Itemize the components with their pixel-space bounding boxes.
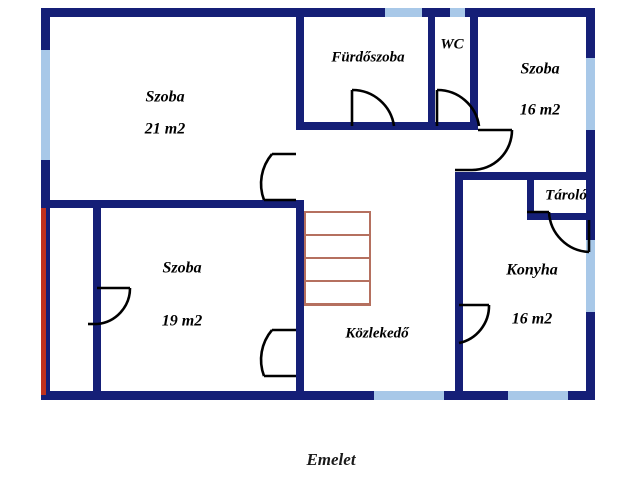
room-label-szoba-19: Szoba (162, 260, 201, 277)
wall-top (41, 8, 595, 17)
room-label-tarolo: Tároló (545, 187, 587, 203)
wall-h-szoba21-bottom (41, 200, 304, 208)
room-label-konyha: Konyha (505, 262, 558, 279)
room-area-szoba-21: 21 m2 (144, 121, 185, 138)
room-labels: Szoba 21 m2 Fürdőszoba WC Szoba 16 m2 Sz… (144, 36, 587, 341)
door-konyha (458, 303, 491, 345)
room-label-kozlekedo: Közlekedő (344, 325, 410, 341)
window-bottom-1 (374, 391, 444, 400)
interior-walls (41, 8, 595, 400)
room-area-konyha: 16 m2 (512, 311, 552, 328)
room-label-szoba-21: Szoba (145, 89, 184, 106)
plan-caption: Emelet (305, 450, 356, 469)
window-right-2 (586, 240, 595, 312)
room-label-szoba-16: Szoba (520, 61, 559, 78)
wall-v-furdo-wc (428, 8, 435, 130)
door-kozlekedo (259, 328, 296, 378)
room-label-furdoszoba: Fürdőszoba (330, 49, 405, 65)
door-szoba16 (455, 128, 514, 172)
wall-v-szoba21-furdo (296, 8, 304, 126)
door-szoba21 (259, 152, 296, 202)
room-label-wc: WC (440, 36, 464, 52)
door-tarolo (527, 210, 591, 254)
wall-v-konyha-left (455, 172, 463, 400)
window-left-1 (41, 50, 50, 160)
wall-bottom (41, 391, 595, 400)
wall-h-tarolo-bottom (527, 213, 595, 220)
wall-v-wc-right (470, 8, 478, 130)
wall-h-wc-bottom (428, 122, 478, 130)
wall-highlight-left (41, 205, 46, 395)
wall-h-furdo-bottom (296, 122, 432, 130)
staircase (304, 211, 371, 306)
wall-v-tarolo-left (527, 172, 534, 220)
room-area-szoba-19: 19 m2 (162, 313, 202, 330)
window-top-2 (450, 8, 465, 17)
room-area-szoba-16: 16 m2 (520, 102, 560, 119)
wall-v-kozlekedo-left (296, 200, 304, 392)
door-furdoszoba (350, 88, 396, 127)
window-bottom-2 (508, 391, 568, 400)
window-top-1 (385, 8, 422, 17)
doors (88, 88, 591, 378)
window-right-1 (586, 58, 595, 130)
wall-v-szoba19-left (93, 200, 101, 400)
door-wc (435, 88, 481, 127)
wall-h-konyha-top (455, 172, 595, 180)
wall-right (586, 8, 595, 400)
door-szoba19 (88, 286, 132, 326)
